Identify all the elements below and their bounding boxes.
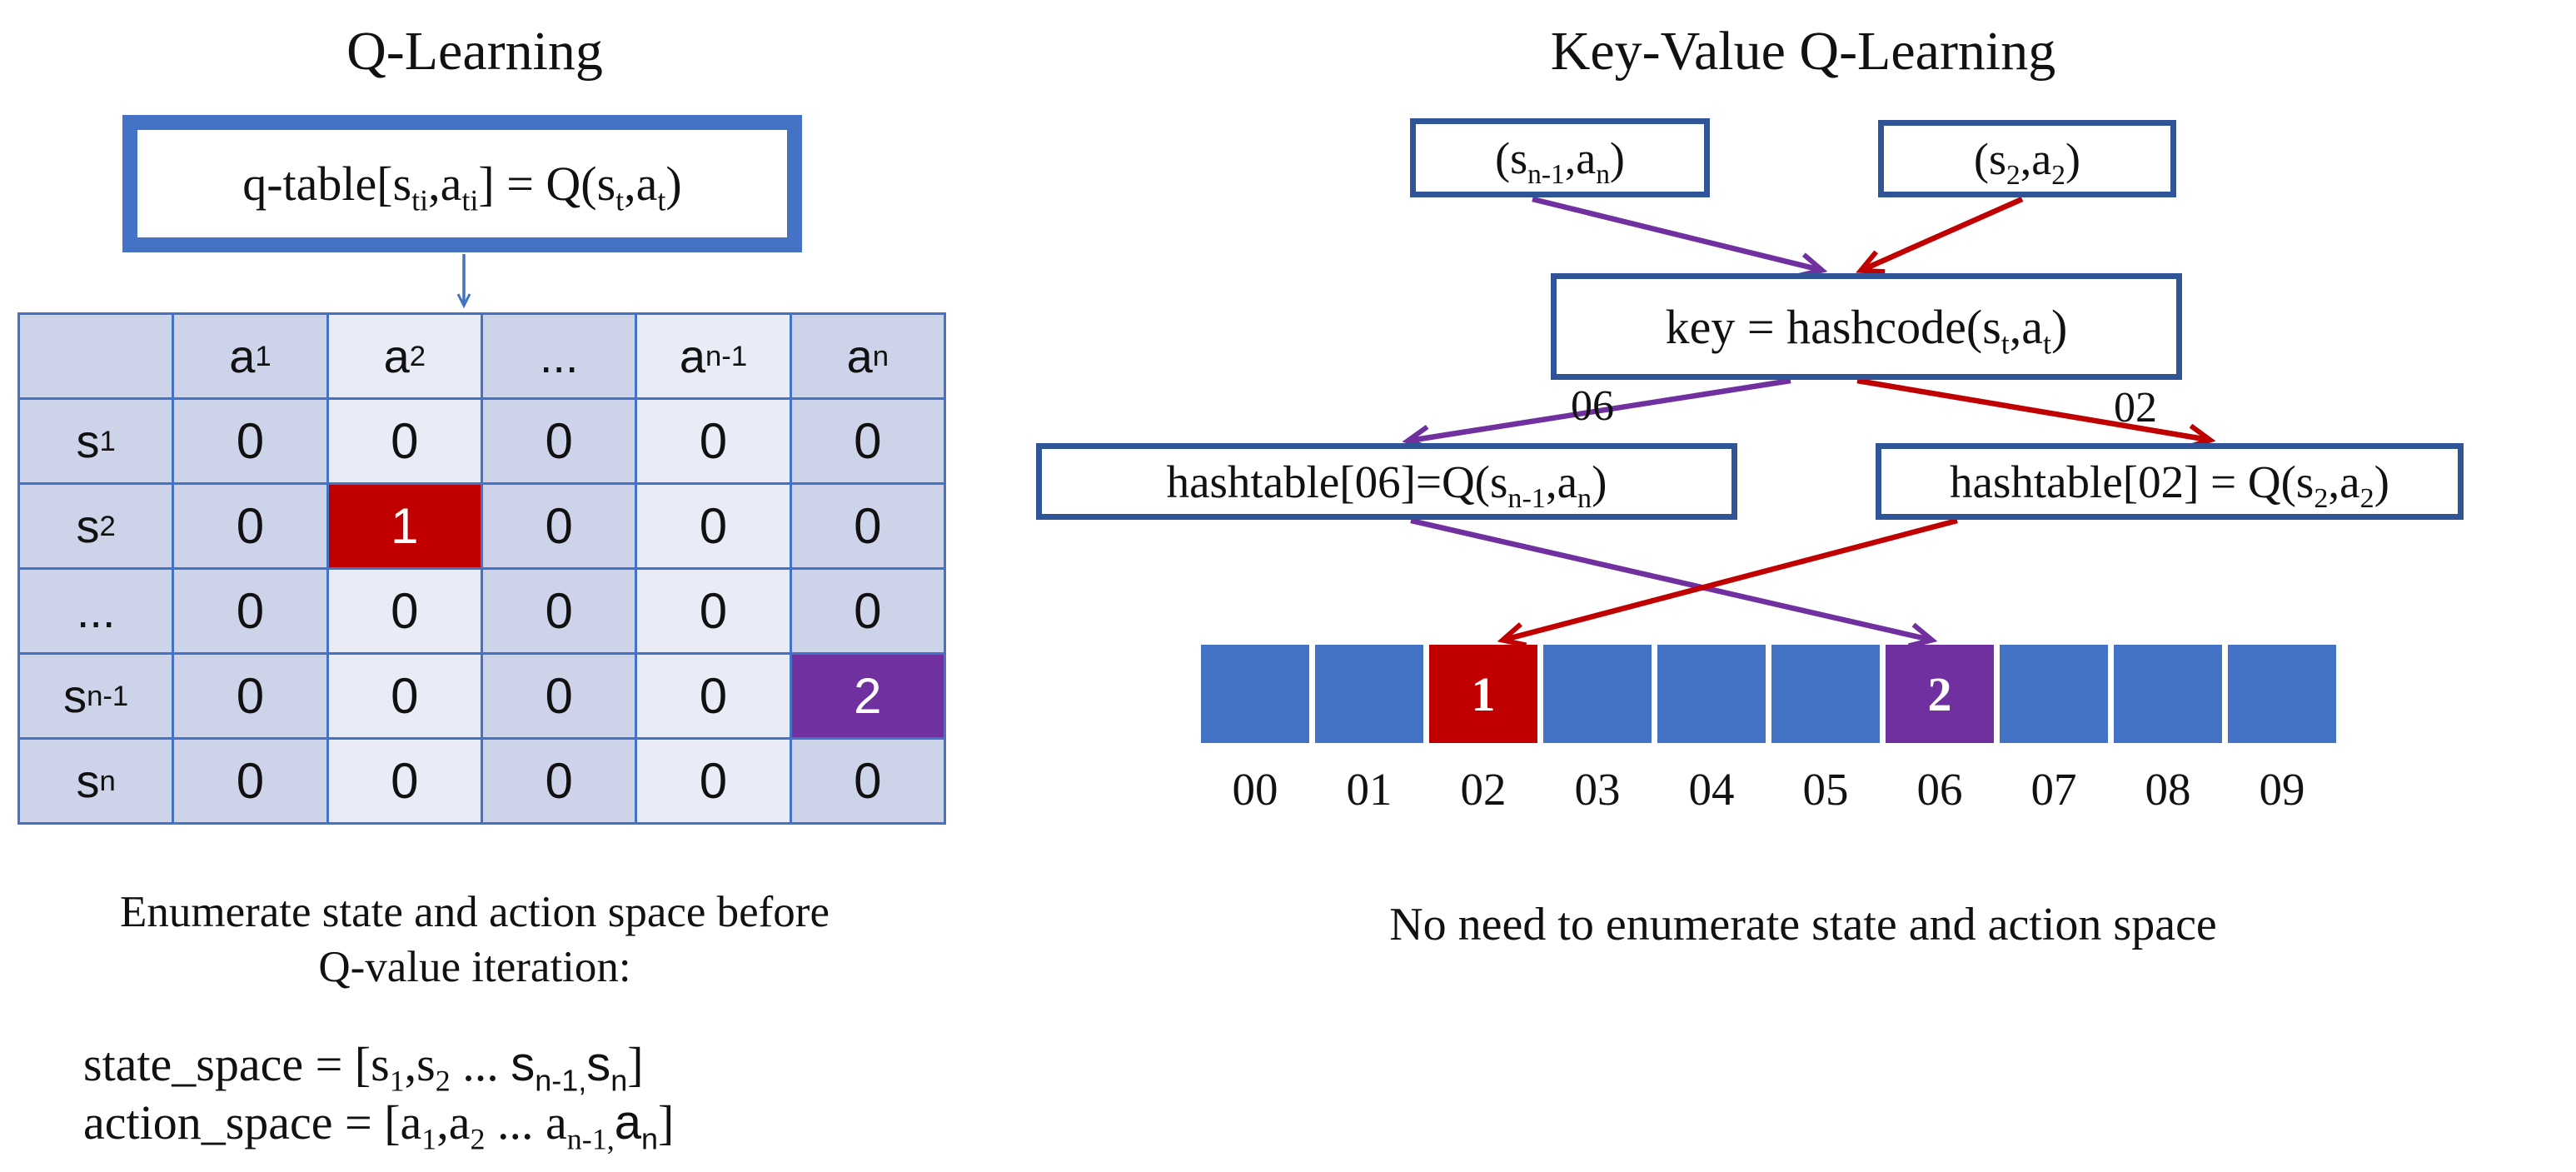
q-table-value-cell: 1 [328, 485, 481, 567]
hashcode-box: key = hashcode(st,at) [1551, 273, 2182, 380]
arrow-pair1-to-hashcode [1532, 196, 1821, 270]
q-table-formula-box: q-table[sti,ati] = Q(st,at) [122, 115, 802, 252]
q-table-row-header: ... [20, 570, 172, 652]
q-table-value-cell: 0 [791, 485, 944, 567]
q-table-value-cell: 0 [791, 570, 944, 652]
hashtable-array-index: 03 [1574, 764, 1621, 815]
q-table-value-cell: 0 [328, 655, 481, 737]
q-table-value-cell: 0 [637, 400, 790, 482]
hashtable-array-cell [1543, 645, 1652, 743]
hashtable-06-text: hashtable[06]=Q(sn-1,an) [1166, 456, 1607, 514]
action-space-code: action_space = [a1,a2 ... an-1,an] [83, 1095, 675, 1156]
hashtable-array-cell [1201, 645, 1309, 743]
hashtable-array-cell [1315, 645, 1423, 743]
q-table-corner-cell [20, 315, 172, 397]
q-table-value-cell: 0 [637, 485, 790, 567]
arrow-ht02-to-cell02 [1504, 517, 1958, 640]
q-table-value-cell: 0 [328, 740, 481, 822]
q-table-value-cell: 0 [637, 570, 790, 652]
q-table-value-cell: 0 [637, 740, 790, 822]
hashtable-array-index: 05 [1802, 764, 1849, 815]
arrow-pair2-to-hashcode [1862, 197, 2024, 270]
hashtable-array-cell: 2 [1886, 645, 1994, 743]
hashtable-array-cell [1771, 645, 1880, 743]
hashtable-array-cell: 1 [1429, 645, 1537, 743]
hashtable-06-box: hashtable[06]=Q(sn-1,an) [1036, 443, 1737, 520]
q-learning-title: Q-Learning [346, 21, 603, 82]
hashtable-array-cell [2114, 645, 2222, 743]
hashtable-array-index: 04 [1688, 764, 1735, 815]
q-table-value-cell: 0 [174, 655, 326, 737]
state-action-pair1-text: (sn-1,an) [1495, 132, 1625, 190]
state-action-pair2-text: (s2,a2) [1974, 133, 2080, 191]
hashtable-array-index: 02 [1460, 764, 1507, 815]
enumerate-note-line2: Q-value iteration: [318, 943, 631, 991]
q-table-value-cell: 0 [637, 655, 790, 737]
q-table-value-cell: 0 [174, 400, 326, 482]
hashtable-array-index: 01 [1346, 764, 1393, 815]
hashtable-array-index: 09 [2259, 764, 2305, 815]
hashtable-array-index: 08 [2145, 764, 2191, 815]
q-table-value-cell: 0 [328, 570, 481, 652]
q-table-value-cell: 0 [174, 485, 326, 567]
q-table-value-cell: 2 [791, 655, 944, 737]
q-table-value-cell: 0 [482, 400, 635, 482]
hashcode-text: key = hashcode(st,at) [1665, 299, 2068, 361]
state-action-pair2-box: (s2,a2) [1878, 120, 2176, 197]
hashtable-array-index: 00 [1232, 764, 1278, 815]
enumerate-note: Enumerate state and action space before … [0, 885, 949, 995]
hashtable-02-box: hashtable[02] = Q(s2,a2) [1876, 443, 2464, 520]
q-table-value-cell: 0 [791, 400, 944, 482]
edge-label-06: 06 [1571, 382, 1614, 430]
q-table-value-cell: 0 [174, 570, 326, 652]
key-value-q-learning-title: Key-Value Q-Learning [1550, 21, 2056, 82]
q-table-value-cell: 0 [482, 570, 635, 652]
hashtable-array-index: 07 [2030, 764, 2077, 815]
hashtable-array-cell [2000, 645, 2108, 743]
q-table-value-cell: 0 [482, 655, 635, 737]
no-enumeration-caption: No need to enumerate state and action sp… [1389, 899, 2217, 950]
hashtable-02-text: hashtable[02] = Q(s2,a2) [1950, 456, 2389, 514]
hashtable-array: 1 2 00 01 02 03 04 05 06 07 08 09 [1201, 645, 2344, 845]
hashtable-array-cell [2228, 645, 2336, 743]
enumerate-note-line1: Enumerate state and action space before [120, 888, 830, 936]
hashtable-array-index: 06 [1916, 764, 1963, 815]
q-table-col-header: ... [482, 315, 635, 397]
hashtable-array-cell [1657, 645, 1766, 743]
q-table-formula-text: q-table[sti,ati] = Q(st,at) [242, 157, 682, 217]
q-table-value-cell: 0 [791, 740, 944, 822]
state-action-pair1-box: (sn-1,an) [1410, 118, 1710, 197]
q-table-value-cell: 0 [482, 485, 635, 567]
state-space-code: state_space = [s1,s2 ... sn-1,sn] [83, 1037, 644, 1098]
q-table-value-cell: 0 [482, 740, 635, 822]
q-table-value-cell: 0 [328, 400, 481, 482]
edge-label-02: 02 [2114, 384, 2157, 431]
arrow-ht06-to-cell06 [1410, 517, 1931, 640]
q-table-value-cell: 0 [174, 740, 326, 822]
